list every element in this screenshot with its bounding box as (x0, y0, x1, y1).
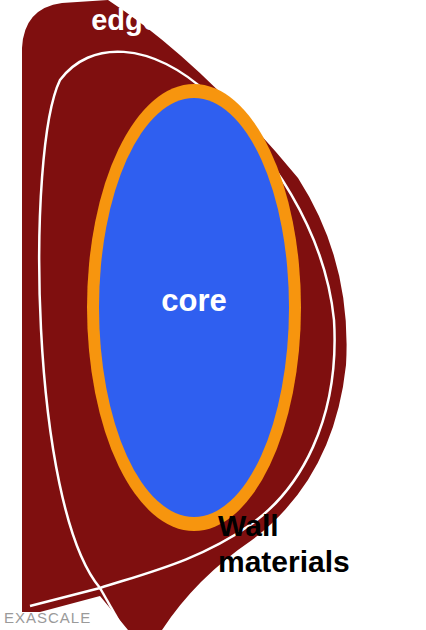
region-label: edge (91, 4, 159, 37)
wall-label: Wall materials (218, 508, 378, 580)
watermark: EXASCALE (4, 609, 91, 627)
core-region: core (86, 83, 302, 532)
core-label: core (161, 283, 226, 319)
